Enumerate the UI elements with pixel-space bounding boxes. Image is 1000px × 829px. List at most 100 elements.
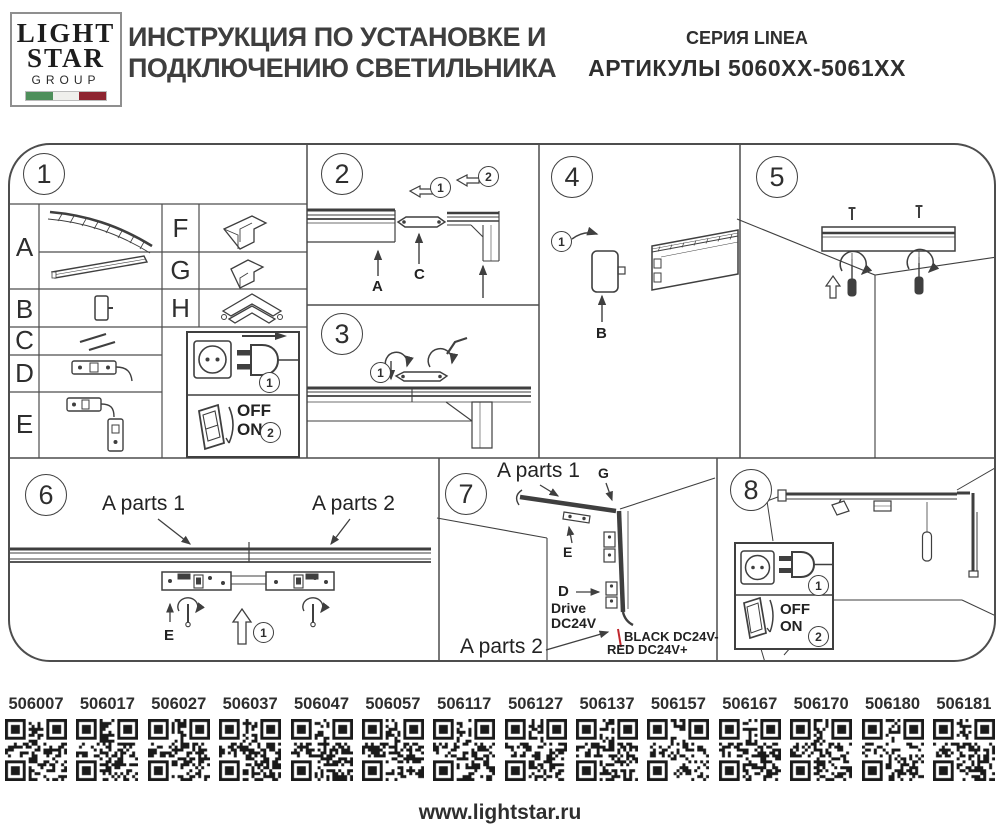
article-number: 506167 <box>722 695 778 713</box>
article-number: 506047 <box>293 695 350 713</box>
part-h-corner-cover <box>221 293 283 324</box>
part-e-corner-driver <box>66 397 124 452</box>
part-a-curved-track <box>47 210 153 254</box>
off-label: OFF <box>237 401 271 420</box>
article-qr-item: 506137 <box>574 695 640 781</box>
part-b-endcap <box>94 295 113 321</box>
part-c-pins <box>79 332 116 352</box>
p6-a-parts-1: A parts 1 <box>102 492 185 515</box>
panel-2-art <box>307 174 500 298</box>
article-number: 506007 <box>8 695 64 713</box>
p7-label-g: G <box>598 465 609 481</box>
p2-label-c: C <box>414 266 425 283</box>
step-circle-3: 3 <box>321 313 363 355</box>
article-qr-item: 506181 <box>931 695 997 781</box>
qr-code <box>576 719 638 781</box>
p6-step1-circle: 1 <box>253 622 274 643</box>
article-qr-item: 506007 <box>3 695 69 781</box>
article-qr-item: 506170 <box>788 695 854 781</box>
off-label-2: OFF <box>780 601 810 618</box>
part-label-g: G <box>170 255 191 285</box>
p7-drive-line1: Drive <box>551 600 587 616</box>
step-circle-7: 7 <box>445 473 487 515</box>
p7-a-parts-2: A parts 2 <box>460 635 543 658</box>
screw-turn-icon <box>177 597 205 628</box>
part-d-driver <box>71 360 133 382</box>
socket-icon <box>193 340 232 379</box>
qr-code <box>433 719 496 781</box>
qr-code <box>790 719 853 781</box>
up-arrow-outline <box>824 274 842 299</box>
insert-arrow-2 <box>455 174 480 188</box>
joiner-plate <box>161 571 335 591</box>
switch-icon <box>743 596 774 640</box>
panel-8-art <box>760 468 994 660</box>
article-number: 506117 <box>437 695 492 713</box>
panel-dividers <box>10 145 994 660</box>
article-number: 506170 <box>793 695 849 713</box>
title-line-2: ПОДКЛЮЧЕНИЮ СВЕТИЛЬНИКА <box>128 53 557 83</box>
part-a-straight-track <box>50 255 149 279</box>
p2-label-a: A <box>372 278 383 295</box>
qr-code <box>647 719 710 781</box>
article-number: 506157 <box>650 695 706 713</box>
qr-code <box>718 719 781 781</box>
step-circle-2: 2 <box>321 153 363 195</box>
article-number: 506137 <box>579 695 635 713</box>
p7-label-d: D <box>558 583 569 600</box>
article-qr-item: 506157 <box>645 695 711 781</box>
plug-step-circle: 1 <box>259 372 280 393</box>
italian-flag-stripe <box>25 91 107 101</box>
qr-code <box>147 719 210 781</box>
step-circle-5: 5 <box>756 156 798 198</box>
article-number: 506037 <box>222 695 278 713</box>
part-label-d: D <box>15 358 34 388</box>
qr-code <box>76 719 139 781</box>
article-qr-item: 506167 <box>717 695 783 781</box>
on-label: ON <box>237 420 263 439</box>
part-label-e: E <box>15 409 34 439</box>
switch-step-circle: 2 <box>260 422 281 443</box>
screwdriver-icon <box>906 248 940 295</box>
panel-7-art <box>436 477 716 660</box>
qr-code <box>504 719 567 781</box>
articles-range: АРТИКУЛЫ 5060XX-5061XX <box>588 55 906 81</box>
up-arrow-outline <box>231 607 253 645</box>
logo-word-group: GROUP <box>31 73 101 87</box>
qr-code <box>5 719 67 781</box>
switch-step-circle-2: 2 <box>808 626 829 647</box>
part-label-b: B <box>15 294 34 324</box>
step-circle-6: 6 <box>25 474 67 516</box>
step-circle-4: 4 <box>551 156 593 198</box>
qr-code <box>861 719 924 781</box>
plug-step-circle-2: 1 <box>808 575 829 596</box>
p2-step1-circle: 1 <box>430 177 451 198</box>
website-url: www.lightstar.ru <box>418 801 582 824</box>
title-line-1: ИНСТРУКЦИЯ ПО УСТАНОВКЕ И <box>128 22 546 52</box>
p6-label-e: E <box>164 627 175 644</box>
p3-step1-circle: 1 <box>370 362 391 383</box>
instruction-board: 1 2 3 4 5 6 7 8 A B C D E F G H 1 OFF ON… <box>8 143 996 662</box>
panel-4-art <box>571 226 739 322</box>
panel-5-art <box>736 205 994 458</box>
series-block: СЕРИЯ LINEA АРТИКУЛЫ 5060XX-5061XX <box>560 28 934 82</box>
article-qr-item: 506047 <box>289 695 355 781</box>
qr-code <box>361 719 424 781</box>
article-qr-item: 506027 <box>146 695 212 781</box>
part-g-connector <box>230 259 265 289</box>
screw-turn-icon <box>302 597 330 628</box>
plug-icon <box>779 551 833 578</box>
article-number: 506017 <box>79 695 135 713</box>
article-qr-item: 506180 <box>860 695 926 781</box>
article-number: 506127 <box>508 695 564 713</box>
qr-code <box>290 719 353 781</box>
series-name: СЕРИЯ LINEA <box>686 28 808 48</box>
part-label-c: C <box>15 325 34 355</box>
panel-3-art <box>307 336 531 449</box>
logo-word-star: STAR <box>26 43 106 73</box>
spot-light <box>831 498 850 516</box>
p7-drive-line2: DC24V <box>551 615 597 631</box>
panel-6-art <box>10 518 431 645</box>
article-qr-item: 506057 <box>360 695 426 781</box>
part-label-h: H <box>171 293 190 323</box>
